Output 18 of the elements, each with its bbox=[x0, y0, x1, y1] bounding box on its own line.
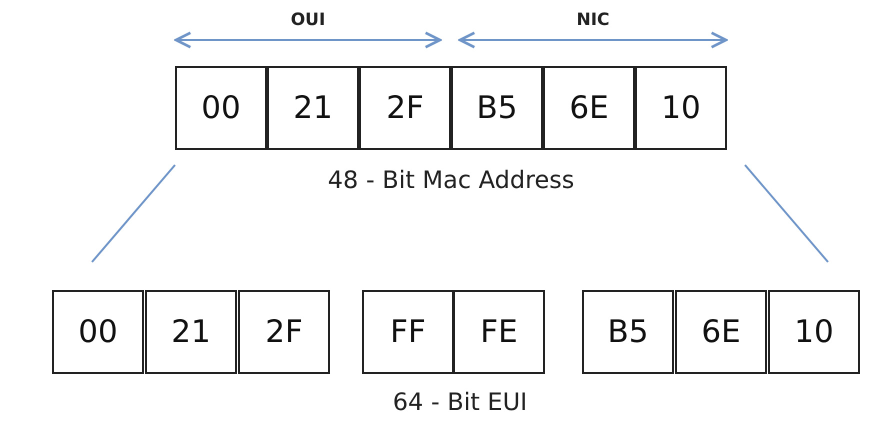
byte-cell: 00 bbox=[175, 66, 267, 150]
byte-cell: 6E bbox=[675, 290, 767, 374]
byte-cell: B5 bbox=[451, 66, 543, 150]
byte-cell: 6E bbox=[543, 66, 635, 150]
caption: 64 - Bit EUI bbox=[392, 388, 528, 416]
byte-cell: 10 bbox=[635, 66, 727, 150]
byte-cell: FE bbox=[453, 290, 545, 374]
byte-cell: FF bbox=[362, 290, 454, 374]
byte-cell: B5 bbox=[582, 290, 674, 374]
byte-cell: 00 bbox=[52, 290, 144, 374]
segment-label: NIC bbox=[576, 10, 610, 30]
segment-label: OUI bbox=[290, 10, 326, 30]
byte-cell: 21 bbox=[267, 66, 359, 150]
caption: 48 - Bit Mac Address bbox=[328, 166, 574, 194]
byte-cell: 21 bbox=[145, 290, 237, 374]
byte-cell: 2F bbox=[238, 290, 330, 374]
byte-cell: 2F bbox=[359, 66, 451, 150]
byte-cell: 10 bbox=[768, 290, 860, 374]
